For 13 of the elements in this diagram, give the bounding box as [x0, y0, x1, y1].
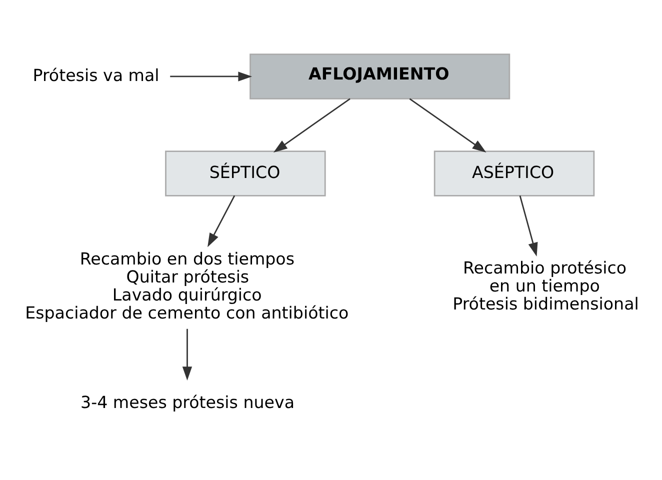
arrow: [182, 328, 192, 381]
arrow: [208, 195, 236, 248]
arrow: [519, 196, 538, 257]
node-text: Recambio protésico en un tiempo Prótesis bidimensional: [452, 258, 639, 314]
node-text: Prótesis va mal: [32, 66, 160, 85]
arrow: [273, 98, 350, 152]
node-text: 3-4 meses prótesis nueva: [80, 392, 295, 412]
node-box: SÉPTICO: [165, 150, 326, 196]
node-box: ASÉPTICO: [434, 150, 595, 196]
arrow: [170, 72, 252, 82]
arrow: [409, 98, 486, 152]
node-box: AFLOJAMIENTO: [250, 54, 510, 100]
node-text: Recambio en dos tiempos Quitar prótesis Lavado quirúrgico Espaciador de cemento con antibiótico: [25, 249, 349, 322]
